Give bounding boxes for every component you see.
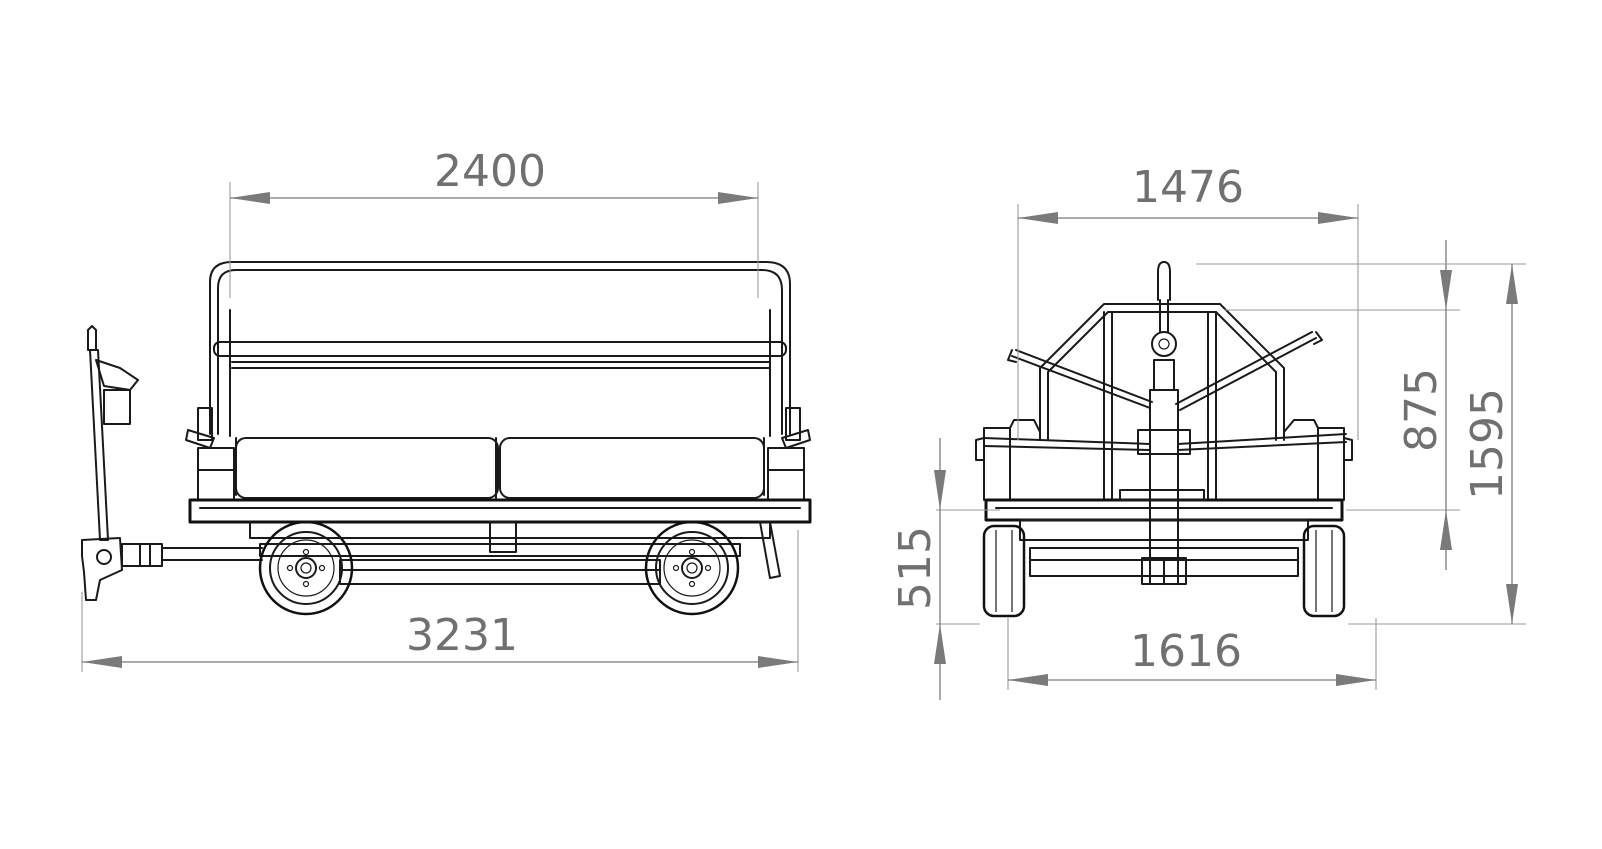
front-view: 1476 1616 515 875	[890, 162, 1526, 700]
dimension-label-2400: 2400	[434, 146, 546, 197]
dimension-label-875: 875	[1396, 368, 1447, 452]
dimension-platform-length: 2400	[229, 146, 759, 298]
side-deck	[188, 498, 812, 579]
side-latches	[185, 407, 811, 501]
tow-bar	[81, 325, 263, 601]
dimension-label-515: 515	[890, 526, 941, 610]
dimension-label-3231: 3231	[406, 610, 518, 661]
dimension-label-1476: 1476	[1132, 162, 1244, 213]
front-hitch-post	[1137, 261, 1191, 585]
front-wheel-left	[982, 524, 1026, 618]
dimension-label-1616: 1616	[1130, 626, 1242, 677]
side-wheel-rear	[644, 520, 740, 616]
dimension-front-overall-height: 1595	[1196, 263, 1526, 625]
side-rail-frame	[209, 261, 791, 499]
dimension-front-wheel-width: 1616	[1007, 618, 1377, 690]
front-wheel-right	[1302, 524, 1346, 618]
front-diagonal-arms	[983, 331, 1347, 451]
dimension-overall-length: 3231	[81, 530, 799, 672]
front-cage	[1039, 303, 1285, 501]
front-latches	[975, 419, 1353, 501]
side-view: 2400 3231	[81, 146, 812, 672]
side-wheel-front	[258, 520, 354, 616]
dimension-front-top-width: 1476	[1017, 162, 1359, 440]
dimension-front-platform-height: 515	[890, 438, 1000, 700]
dimension-label-1595: 1595	[1462, 388, 1513, 500]
dimension-front-rail-height: 875	[1224, 240, 1460, 570]
